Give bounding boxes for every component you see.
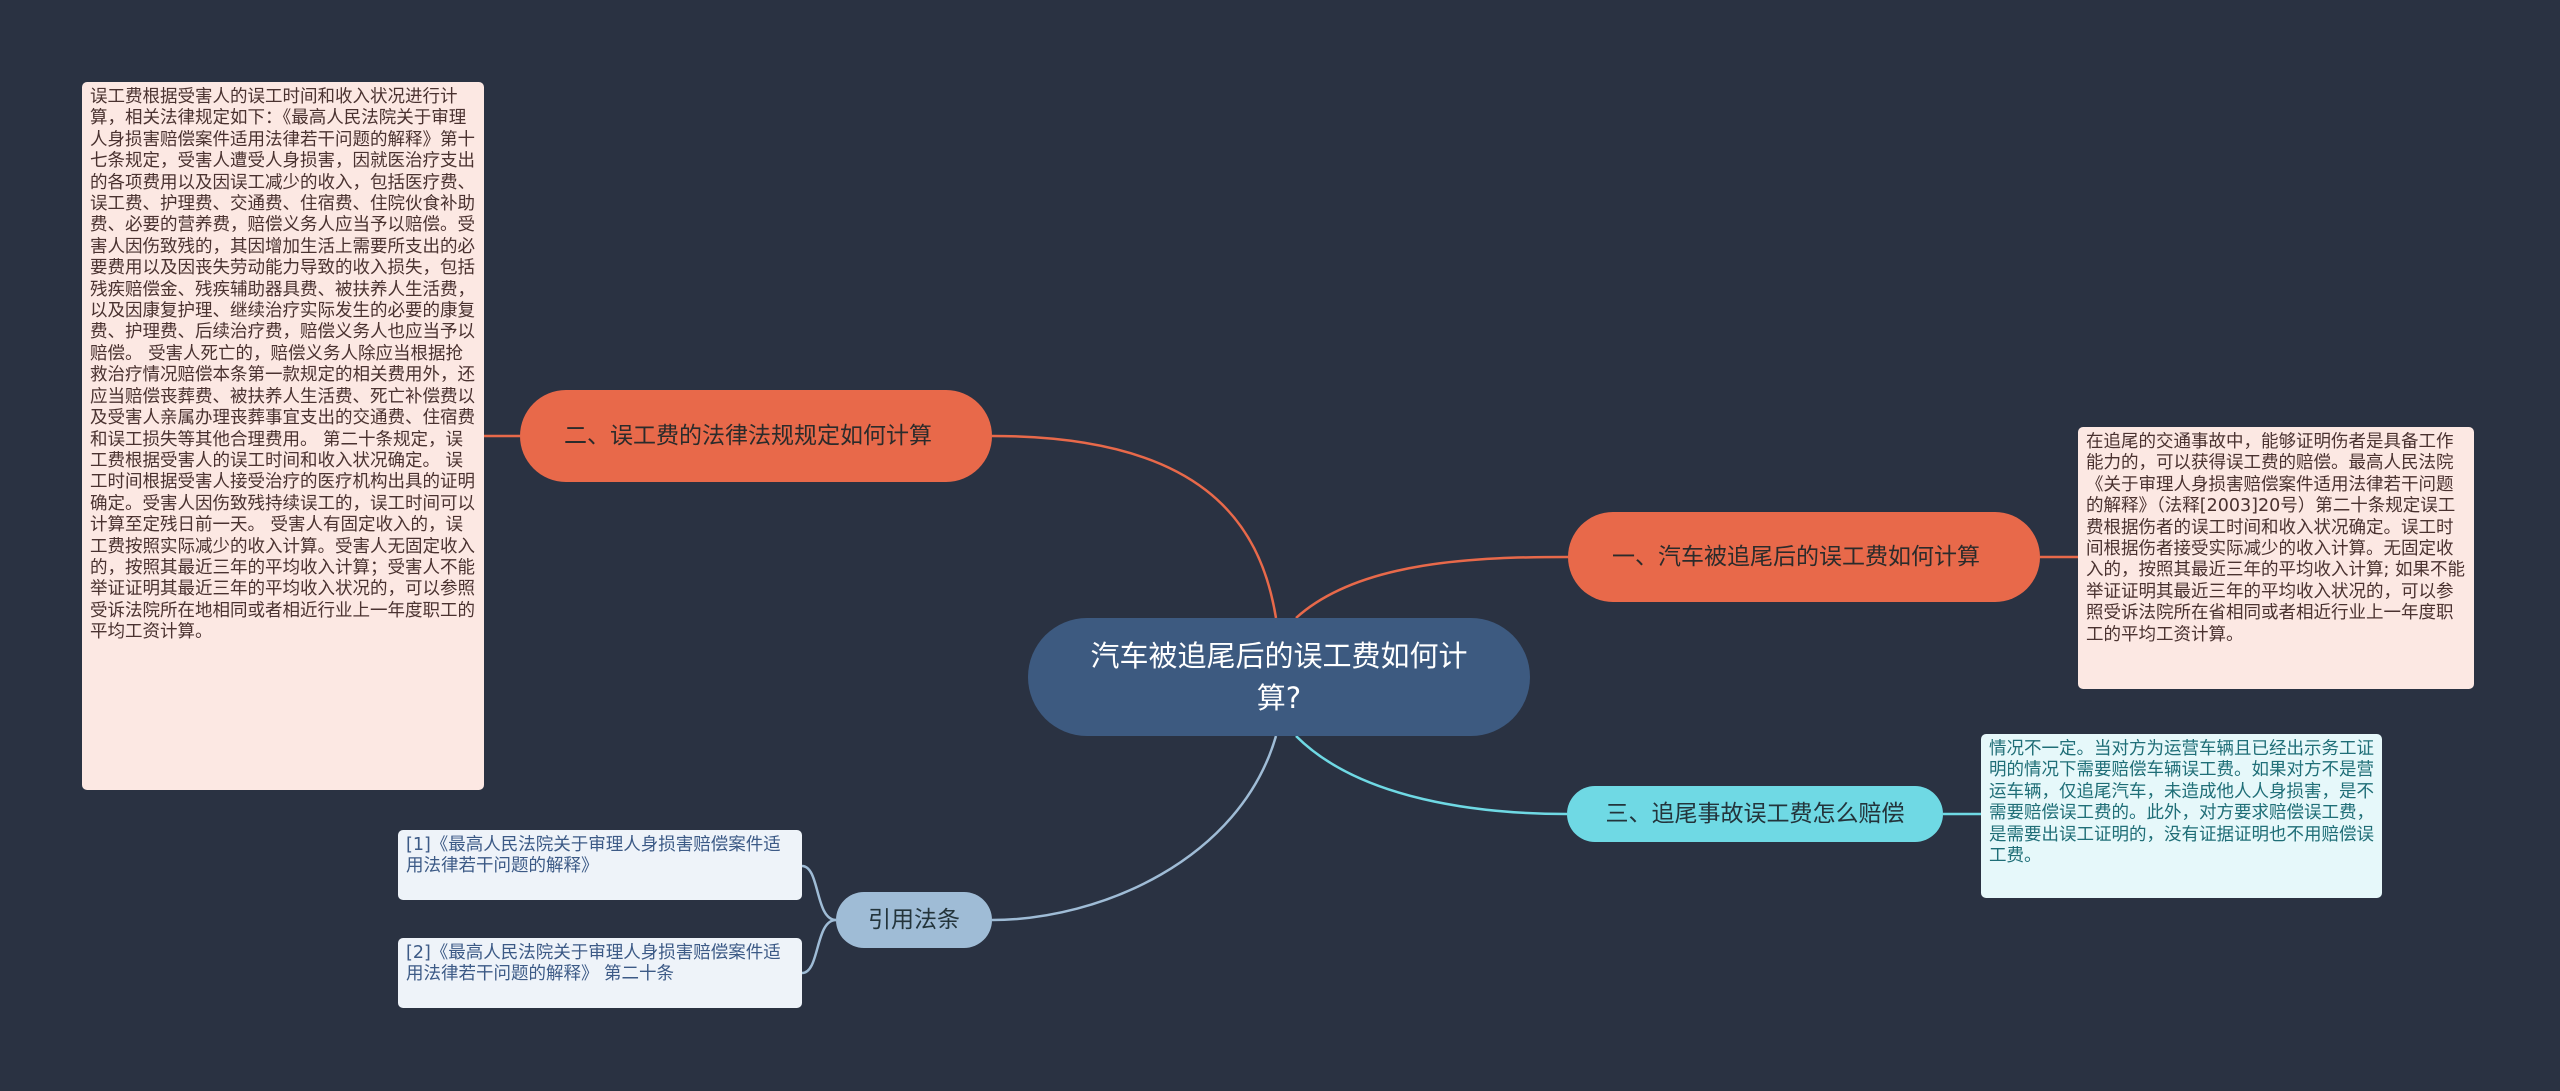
- branch-3[interactable]: 三、追尾事故误工费怎么赔偿: [1567, 786, 1943, 842]
- leaf-branch-2-text: 误工费根据受害人的误工时间和收入状况进行计算，相关法律规定如下：《最高人民法院关…: [90, 87, 475, 643]
- branch-1-label: 一、汽车被追尾后的误工费如何计算: [1612, 544, 1980, 570]
- branch-citations[interactable]: 引用法条: [836, 892, 992, 948]
- branch-2[interactable]: 二、误工费的法律法规规定如何计算: [520, 390, 992, 482]
- leaf-citation-2-text: [2]《最高人民法院关于审理人身损害赔偿案件适用法律若干问题的解释》 第二十条: [406, 943, 781, 985]
- leaf-branch-2[interactable]: 误工费根据受害人的误工时间和收入状况进行计算，相关法律规定如下：《最高人民法院关…: [82, 82, 484, 790]
- link-b4-ref2: [801, 918, 837, 975]
- branch-2-label: 二、误工费的法律法规规定如何计算: [564, 423, 932, 449]
- leaf-citation-1[interactable]: [1]《最高人民法院关于审理人身损害赔偿案件适用法律若干问题的解释》: [398, 830, 802, 900]
- link-b4-ref1: [801, 864, 837, 922]
- central-topic[interactable]: 汽车被追尾后的误工费如何计算?: [1028, 618, 1530, 736]
- branch-3-label: 三、追尾事故误工费怎么赔偿: [1605, 801, 1905, 827]
- central-topic-title: 汽车被追尾后的误工费如何计算?: [1090, 639, 1468, 715]
- branch-citations-label: 引用法条: [868, 907, 960, 933]
- branch-1[interactable]: 一、汽车被追尾后的误工费如何计算: [1568, 512, 2040, 602]
- link-center-b1: [1295, 555, 1569, 619]
- leaf-citation-2[interactable]: [2]《最高人民法院关于审理人身损害赔偿案件适用法律若干问题的解释》 第二十条: [398, 938, 802, 1008]
- leaf-branch-3-text: 情况不一定。当对方为运营车辆且已经出示务工证明的情况下需要赔偿车辆误工费。如果对…: [1989, 739, 2374, 867]
- leaf-branch-1-text: 在追尾的交通事故中，能够证明伤者是具备工作能力的，可以获得误工费的赔偿。最高人民…: [2086, 432, 2465, 645]
- link-center-b2: [991, 434, 1278, 619]
- leaf-citation-1-text: [1]《最高人民法院关于审理人身损害赔偿案件适用法律若干问题的解释》: [406, 835, 781, 877]
- leaf-branch-3[interactable]: 情况不一定。当对方为运营车辆且已经出示务工证明的情况下需要赔偿车辆误工费。如果对…: [1981, 734, 2382, 898]
- link-center-b4: [991, 735, 1278, 922]
- leaf-branch-1[interactable]: 在追尾的交通事故中，能够证明伤者是具备工作能力的，可以获得误工费的赔偿。最高人民…: [2078, 427, 2474, 689]
- link-center-b3: [1295, 735, 1568, 816]
